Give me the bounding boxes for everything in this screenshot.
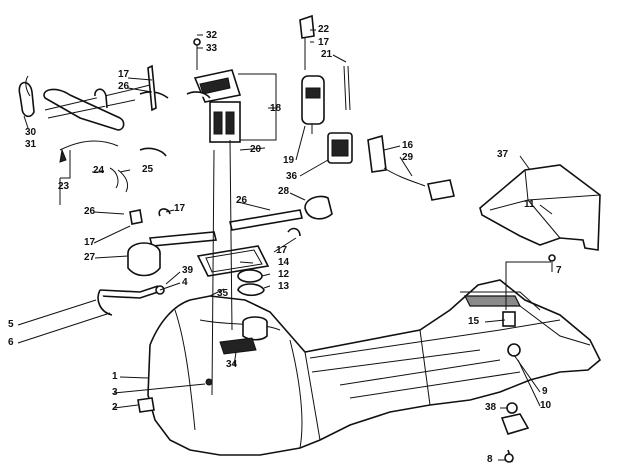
callout-1: 1 <box>112 371 118 382</box>
callout-4: 4 <box>182 277 188 288</box>
callout-22: 22 <box>318 24 330 35</box>
callout-18: 18 <box>270 103 282 114</box>
callout-17: 17 <box>318 37 330 48</box>
callout-26: 26 <box>236 195 248 206</box>
callout-34: 34 <box>226 359 238 370</box>
callout-35: 35 <box>217 288 229 299</box>
callout-17: 17 <box>276 245 288 256</box>
callout-9: 9 <box>542 386 548 397</box>
sender-unit <box>367 134 455 201</box>
callout-37: 37 <box>497 149 509 160</box>
callout-2: 2 <box>112 402 118 413</box>
callout-16: 16 <box>402 140 414 151</box>
callout-24: 24 <box>93 165 105 176</box>
callout-13: 13 <box>278 281 290 292</box>
callout-12: 12 <box>278 269 290 280</box>
callout-23: 23 <box>58 181 70 192</box>
hose-fittings-group <box>18 64 211 193</box>
fuel-filter-assembly <box>299 14 353 164</box>
callout-17: 17 <box>118 69 130 80</box>
callout-26: 26 <box>84 206 96 217</box>
callout-7: 7 <box>556 265 562 276</box>
callout-20: 20 <box>250 144 262 155</box>
callout-32: 32 <box>206 30 218 41</box>
callout-6: 6 <box>8 337 14 348</box>
callout-36: 36 <box>286 171 298 182</box>
callout-30: 30 <box>25 127 37 138</box>
callout-31: 31 <box>25 139 37 150</box>
callout-14: 14 <box>278 257 290 268</box>
callout-27: 27 <box>84 252 96 263</box>
callout-17: 17 <box>84 237 96 248</box>
callout-39: 39 <box>182 265 194 276</box>
callout-11: 11 <box>524 199 535 210</box>
callout-15: 15 <box>468 316 480 327</box>
callout-5: 5 <box>8 319 14 330</box>
callout-26: 26 <box>118 81 130 92</box>
callout-3: 3 <box>112 387 118 398</box>
fuel-tank-chassis <box>147 279 601 456</box>
callout-8: 8 <box>487 454 493 465</box>
part-37-cover <box>479 164 601 251</box>
callout-38: 38 <box>485 402 497 413</box>
callout-19: 19 <box>283 155 295 166</box>
callout-33: 33 <box>206 43 218 54</box>
callout-28: 28 <box>278 186 290 197</box>
callout-17: 17 <box>174 203 186 214</box>
callout-21: 21 <box>321 49 333 60</box>
callout-25: 25 <box>142 164 154 175</box>
callout-29: 29 <box>402 152 414 163</box>
callout-10: 10 <box>540 400 552 411</box>
leader-lines <box>17 29 553 461</box>
fuel-pump-assembly <box>193 38 242 143</box>
